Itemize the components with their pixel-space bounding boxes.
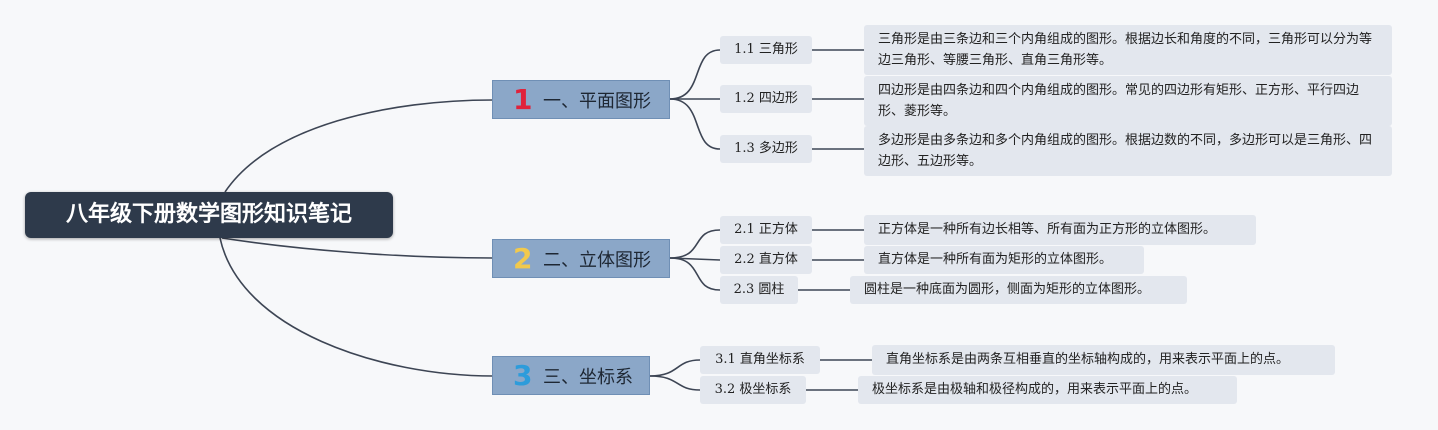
branch-label: 一、平面图形 [543,90,651,112]
note-polar[interactable]: 极坐标系是由极轴和极径构成的，用来表示平面上的点。 [858,376,1237,404]
note-cartesian[interactable]: 直角坐标系是由两条互相垂直的坐标轴构成的，用来表示平面上的点。 [872,345,1335,375]
note-cylinder[interactable]: 圆柱是一种底面为圆形，侧面为矩形的立体图形。 [850,276,1187,304]
branch-plane-figures[interactable]: 1 一、平面图形 [492,80,670,119]
subtopic-cartesian[interactable]: 3.1 直角坐标系 [700,346,820,374]
number-badge-3: 3 [513,359,533,392]
subtopic-cube[interactable]: 2.1 正方体 [720,216,812,244]
root-topic[interactable]: 八年级下册数学图形知识笔记 [25,192,393,238]
branch-label: 二、立体图形 [543,249,651,271]
subtopic-cuboid[interactable]: 2.2 直方体 [720,246,812,274]
note-quadrilateral[interactable]: 四边形是由四条边和四个内角组成的图形。常见的四边形有矩形、正方形、平行四边形、菱… [864,76,1392,126]
branch-label: 三、坐标系 [543,366,633,388]
number-badge-1: 1 [513,83,533,116]
subtopic-cylinder[interactable]: 2.3 圆柱 [720,276,798,304]
note-cuboid[interactable]: 直方体是一种所有面为矩形的立体图形。 [864,246,1144,274]
branch-solid-figures[interactable]: 2 二、立体图形 [492,239,670,278]
subtopic-triangle[interactable]: 1.1 三角形 [720,36,812,64]
note-polygon[interactable]: 多边形是由多条边和多个内角组成的图形。根据边数的不同，多边形可以是三角形、四边形… [864,126,1392,176]
subtopic-polygon[interactable]: 1.3 多边形 [720,135,812,163]
branch-coordinate-systems[interactable]: 3 三、坐标系 [492,356,650,395]
number-badge-2: 2 [513,242,533,275]
subtopic-quadrilateral[interactable]: 1.2 四边形 [720,85,812,113]
note-cube[interactable]: 正方体是一种所有边长相等、所有面为正方形的立体图形。 [864,215,1256,245]
subtopic-polar[interactable]: 3.2 极坐标系 [700,376,806,404]
note-triangle[interactable]: 三角形是由三条边和三个内角组成的图形。根据边长和角度的不同，三角形可以分为等边三… [864,25,1392,75]
